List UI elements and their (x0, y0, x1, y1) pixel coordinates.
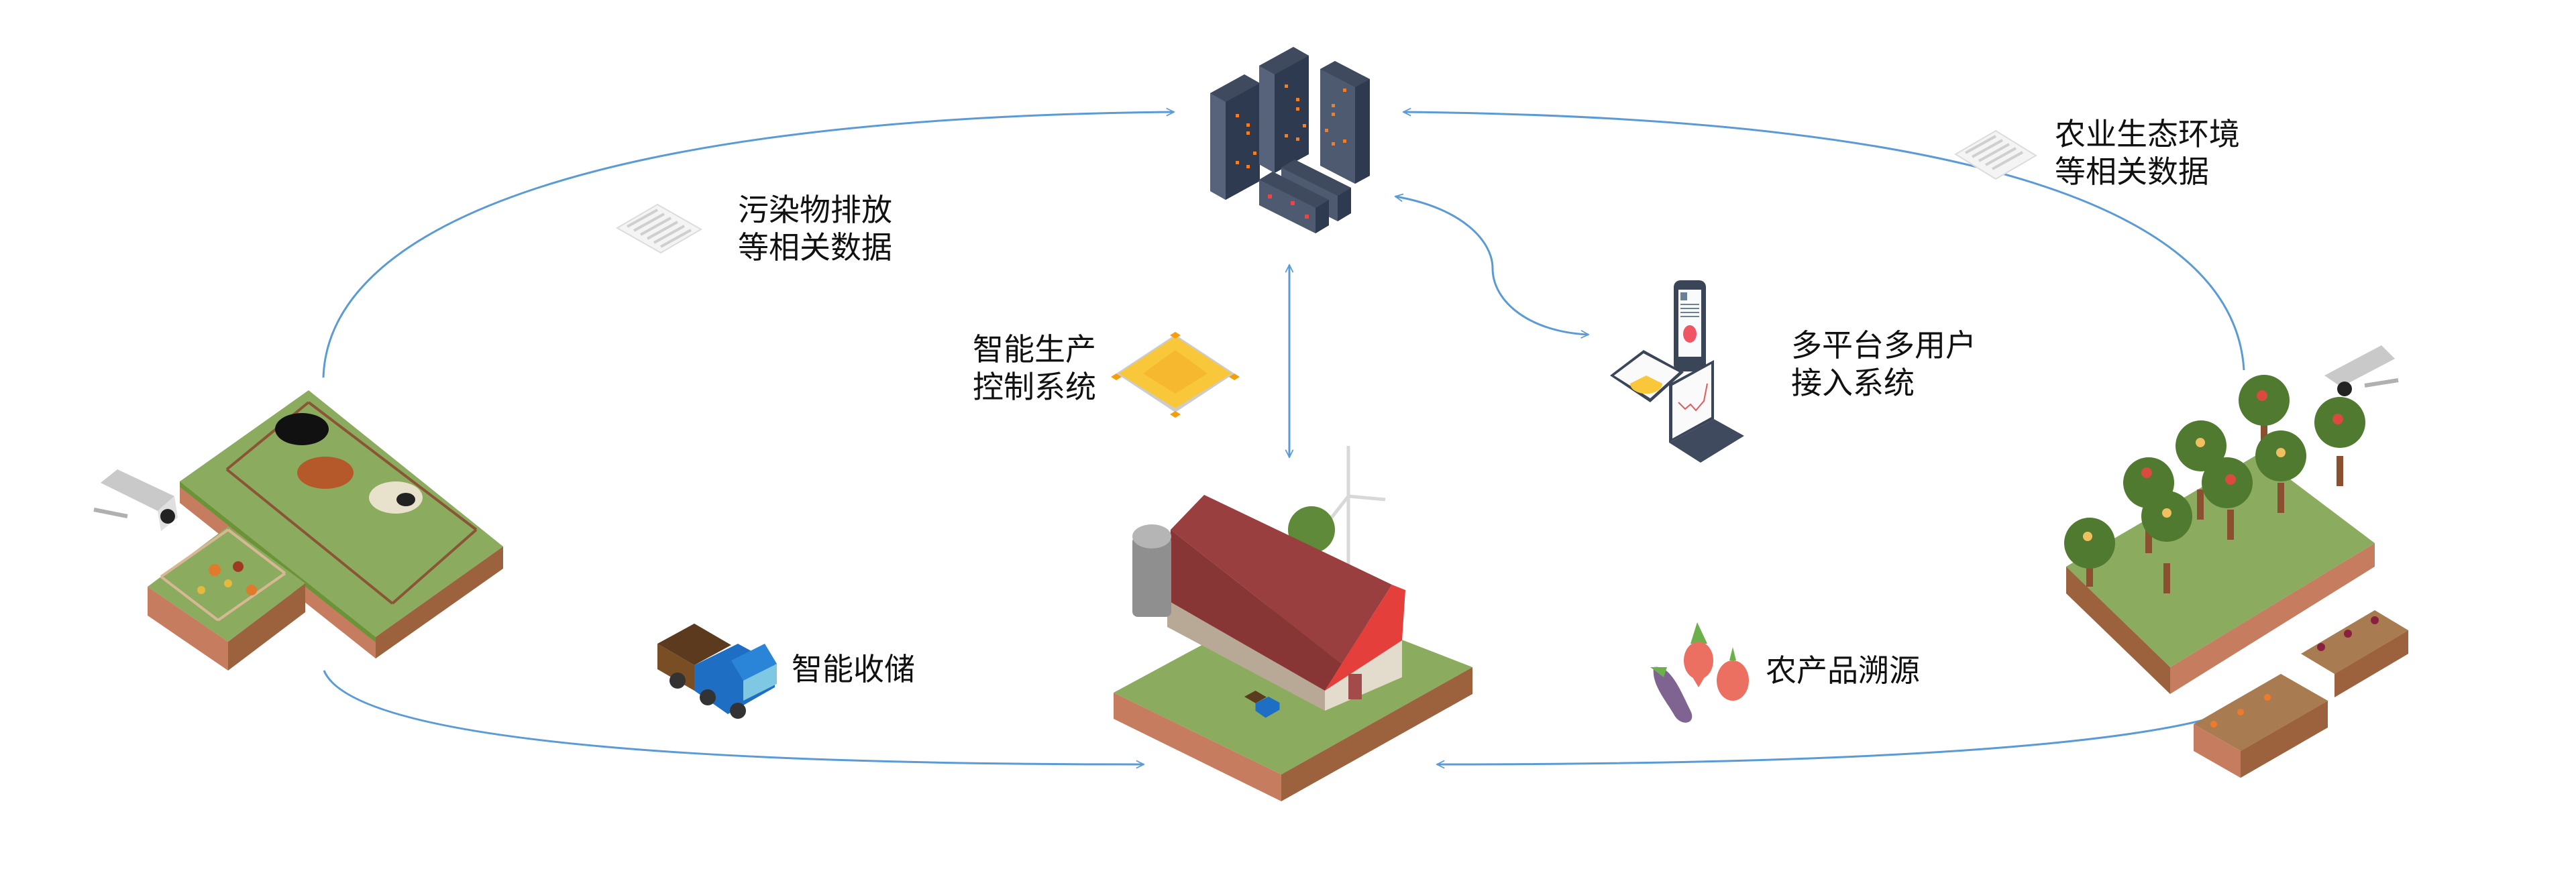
fruit-tree-icon (2064, 375, 2365, 593)
phone-icon (1674, 280, 1706, 371)
ecology-data-label: 农业生态环境 等相关数据 (2055, 116, 2240, 190)
arrow-server-devices (1395, 196, 1589, 335)
cow-icon (297, 457, 354, 489)
barn-roof-lower (1167, 530, 1342, 691)
arrow-farm-to-barn (323, 670, 1144, 764)
access-system-label: 多平台多用户 接入系统 (1791, 327, 1976, 401)
server-unit (1281, 160, 1351, 221)
radish-icon (1684, 622, 1713, 687)
server-unit (1259, 172, 1329, 233)
silo-icon (1132, 524, 1171, 617)
onion-icon (1717, 647, 1749, 701)
cow-icon (369, 481, 423, 514)
traceability-label: 农产品溯源 (1766, 652, 1920, 689)
chicken-icon (197, 561, 257, 595)
server-rack (1320, 61, 1370, 184)
control-system-label: 智能生产 控制系统 (973, 331, 1096, 405)
barn-front-wall (1325, 640, 1402, 711)
eggplant-icon (1650, 667, 1693, 723)
vegetable-bed (2194, 674, 2328, 778)
pollution-data-label: 污染物排放 等相关数据 (738, 192, 892, 266)
barn-gable (1325, 585, 1405, 691)
server-rack (1210, 74, 1260, 200)
laptop-icon (1669, 360, 1744, 463)
arrow-orchard-to-server (1403, 112, 2245, 371)
barn-wall (1167, 600, 1325, 711)
cow-icon (275, 413, 329, 445)
small-truck-icon (1244, 691, 1280, 718)
storage-label: 智能收储 (792, 651, 915, 687)
arrow-farm-to-server (322, 112, 1174, 378)
chicken-pen (148, 526, 305, 671)
orchard-ground (2066, 455, 2375, 694)
server-leds (1236, 84, 1346, 168)
server-rack (1259, 47, 1309, 173)
barn-roof (1171, 495, 1392, 664)
vegetable-bed (2301, 610, 2408, 697)
barn-door (1348, 674, 1362, 699)
tablet-icon (1610, 350, 1684, 402)
